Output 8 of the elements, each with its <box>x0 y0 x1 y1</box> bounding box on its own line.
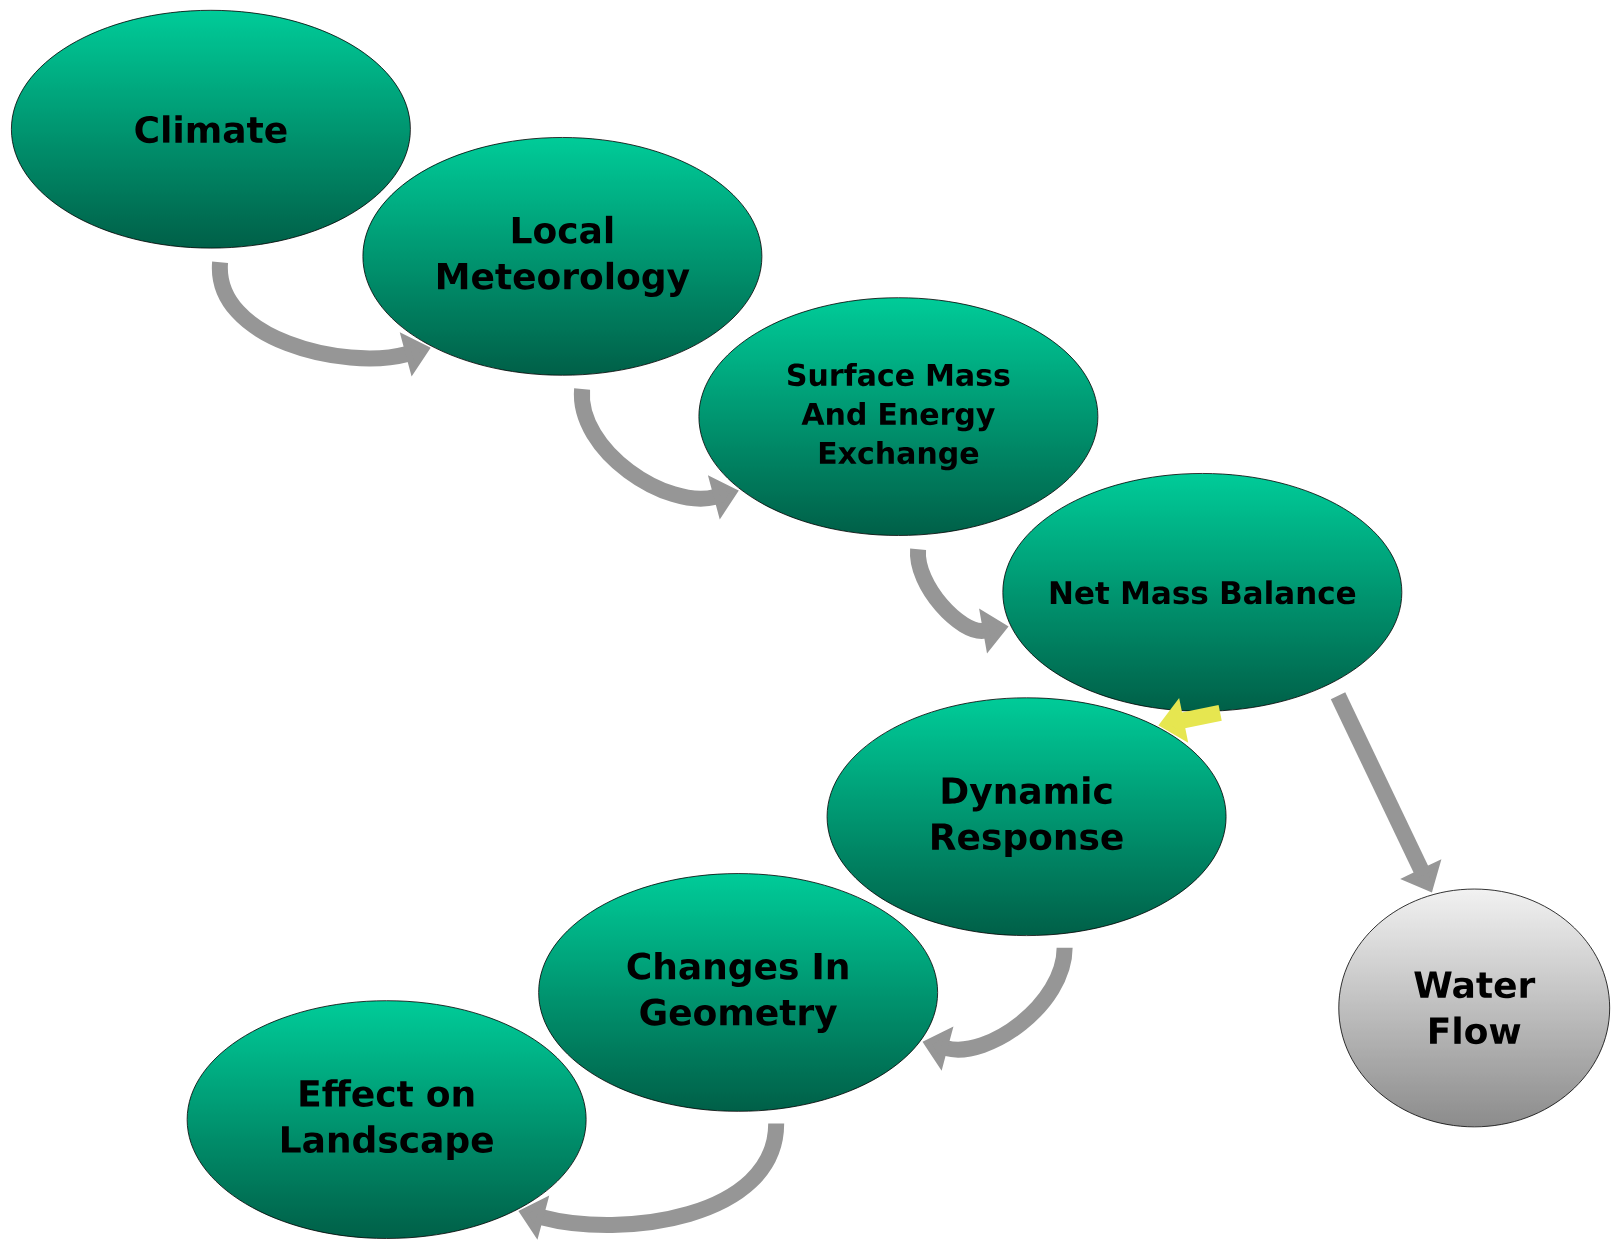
ellipse-node: Water Flow <box>1338 888 1611 1128</box>
ellipse-node: Dynamic Response <box>826 697 1227 936</box>
ellipse-node: Surface Mass And Energy Exchange <box>698 297 1099 536</box>
ellipse-node: Effect on Landscape <box>186 1000 587 1239</box>
ellipse-node: Local Meteorology <box>362 137 763 376</box>
ellipse-node: Changes In Geometry <box>538 873 939 1112</box>
ellipse-node: Climate <box>11 9 411 249</box>
ellipse-node: Net Mass Balance <box>1002 473 1403 712</box>
